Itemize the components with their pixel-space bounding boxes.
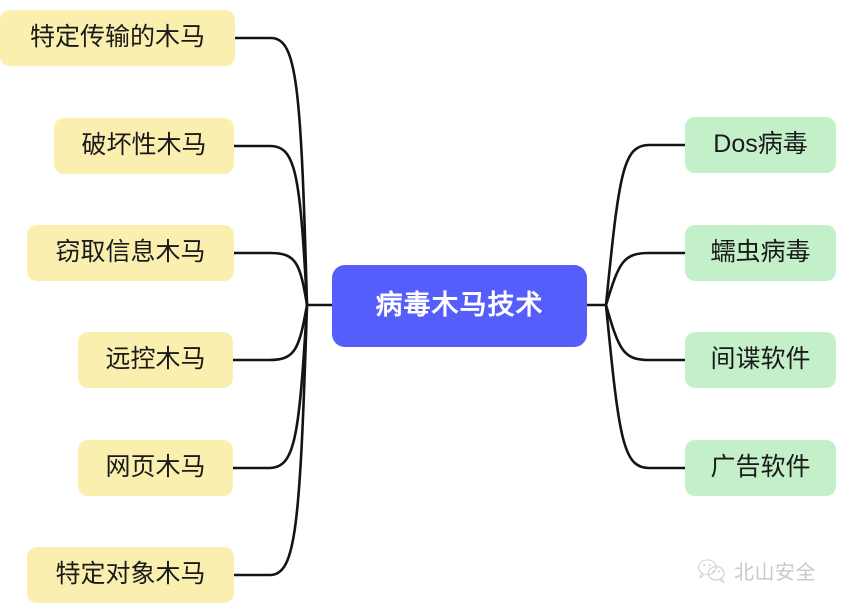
left-node-5[interactable]: 特定对象木马 — [27, 547, 234, 603]
left-node-3[interactable]: 远控木马 — [78, 332, 233, 388]
right-node-0[interactable]: Dos病毒 — [685, 117, 836, 173]
edge-left-1 — [232, 144, 309, 307]
edge-left-4 — [231, 303, 309, 470]
edge-left-2 — [232, 251, 309, 307]
left-node-0[interactable]: 特定传输的木马 — [0, 10, 235, 66]
center-node[interactable]: 病毒木马技术 — [332, 265, 587, 347]
edge-right-1 — [604, 251, 687, 307]
wechat-icon — [698, 558, 725, 583]
edge-right-0 — [604, 143, 687, 307]
edge-right-3 — [604, 303, 687, 470]
right-node-2[interactable]: 间谍软件 — [685, 332, 836, 388]
right-node-3[interactable]: 广告软件 — [685, 440, 836, 496]
watermark: 北山安全 — [697, 556, 816, 585]
left-node-4[interactable]: 网页木马 — [78, 440, 233, 496]
left-node-2[interactable]: 窃取信息木马 — [27, 225, 234, 281]
edge-right-2 — [604, 303, 687, 362]
watermark-label: 北山安全 — [734, 562, 816, 584]
left-node-1[interactable]: 破坏性木马 — [54, 118, 234, 174]
right-node-1[interactable]: 蠕虫病毒 — [685, 225, 836, 281]
edge-left-3 — [231, 303, 309, 362]
edge-left-0 — [233, 36, 309, 307]
edge-left-5 — [232, 303, 309, 577]
